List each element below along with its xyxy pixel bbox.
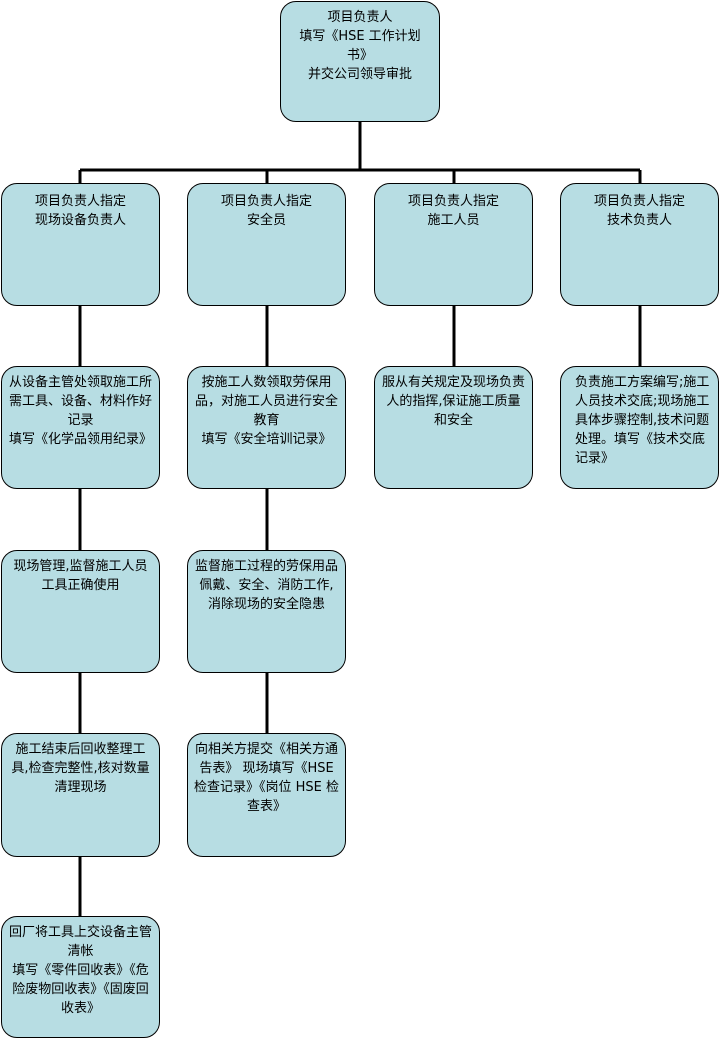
- node-safety-step-1: 按施工人数领取劳保用品，对施工人员进行安全教育 填写《安全培训记录》: [187, 366, 346, 489]
- node-project-manager: 项目负责人 填写《HSE 工作计划书》 并交公司领导审批: [280, 1, 440, 122]
- node-equipment-step-4: 回厂将工具上交设备主管清帐 填写《零件回收表》《危险废物回收表》《固废回收表》: [1, 916, 160, 1038]
- node-equipment-step-3: 施工结束后回收整理工具,检查完整性,核对数量 清理现场: [1, 733, 160, 857]
- node-construction-staff: 项目负责人指定 施工人员: [374, 183, 533, 306]
- node-technical-manager: 项目负责人指定 技术负责人: [560, 183, 719, 306]
- node-equipment-manager: 项目负责人指定 现场设备负责人: [1, 183, 160, 306]
- node-staff-step-1: 服从有关规定及现场负责人的指挥,保证施工质量和安全: [374, 366, 533, 489]
- node-safety-step-2: 监督施工过程的劳保用品佩戴、安全、消防工作,消除现场的安全隐患: [187, 550, 346, 673]
- node-safety-officer: 项目负责人指定 安全员: [187, 183, 346, 306]
- node-equipment-step-1: 从设备主管处领取施工所需工具、设备、材料作好记录 填写《化学品领用纪录》: [1, 366, 160, 489]
- node-safety-step-3: 向相关方提交《相关方通告表》 现场填写《HSE 检查记录》《岗位 HSE 检查表…: [187, 733, 346, 857]
- node-technical-step-1: 负责施工方案编写;施工人员技术交底;现场施工具体步骤控制,技术问题处理。填写《技…: [560, 366, 719, 489]
- node-equipment-step-2: 现场管理,监督施工人员工具正确使用: [1, 550, 160, 673]
